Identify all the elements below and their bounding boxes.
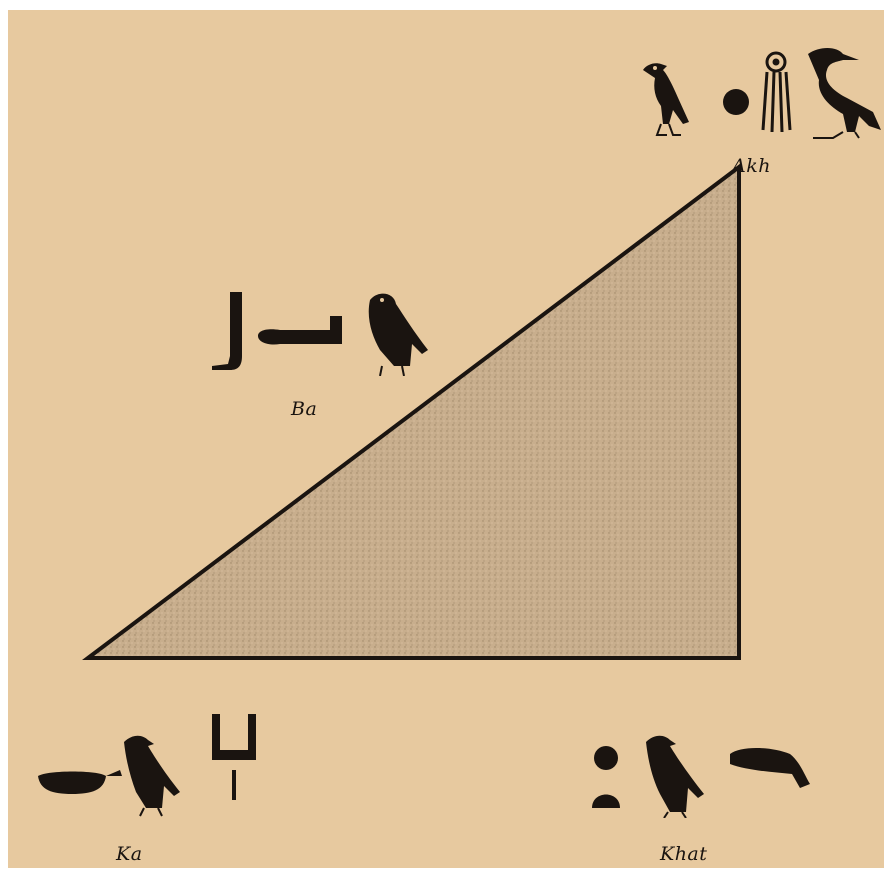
khat-label: Khat	[660, 843, 708, 865]
triangle-figure	[82, 162, 741, 660]
raised-arms-icon	[212, 714, 256, 800]
akh-hieroglyphs	[643, 48, 881, 139]
heron-icon	[808, 48, 881, 139]
ka-bird-icon	[124, 735, 180, 817]
ba-bird-icon	[368, 293, 428, 376]
crested-ibis-icon	[643, 63, 689, 136]
khat-bird-icon	[646, 735, 704, 818]
leg-icon	[212, 292, 242, 370]
flax-wick-icon	[761, 51, 792, 133]
basket-arm-icon	[258, 316, 342, 345]
ka-label: Ka	[116, 843, 143, 865]
triangle-shape	[82, 162, 741, 660]
ka-hieroglyphs	[38, 714, 256, 817]
khat-hieroglyphs	[592, 735, 810, 818]
bread-loaf-icon	[592, 794, 620, 808]
ba-label: Ba	[291, 398, 318, 420]
fish-icon	[730, 748, 810, 788]
akh-label: Akh	[732, 155, 771, 177]
ba-hieroglyphs	[212, 292, 428, 376]
placenta-icon	[594, 746, 618, 770]
diagram-canvas: Akh Ba Ka Khat	[8, 10, 884, 868]
bowl-icon	[38, 770, 122, 794]
placenta-icon	[723, 89, 749, 115]
